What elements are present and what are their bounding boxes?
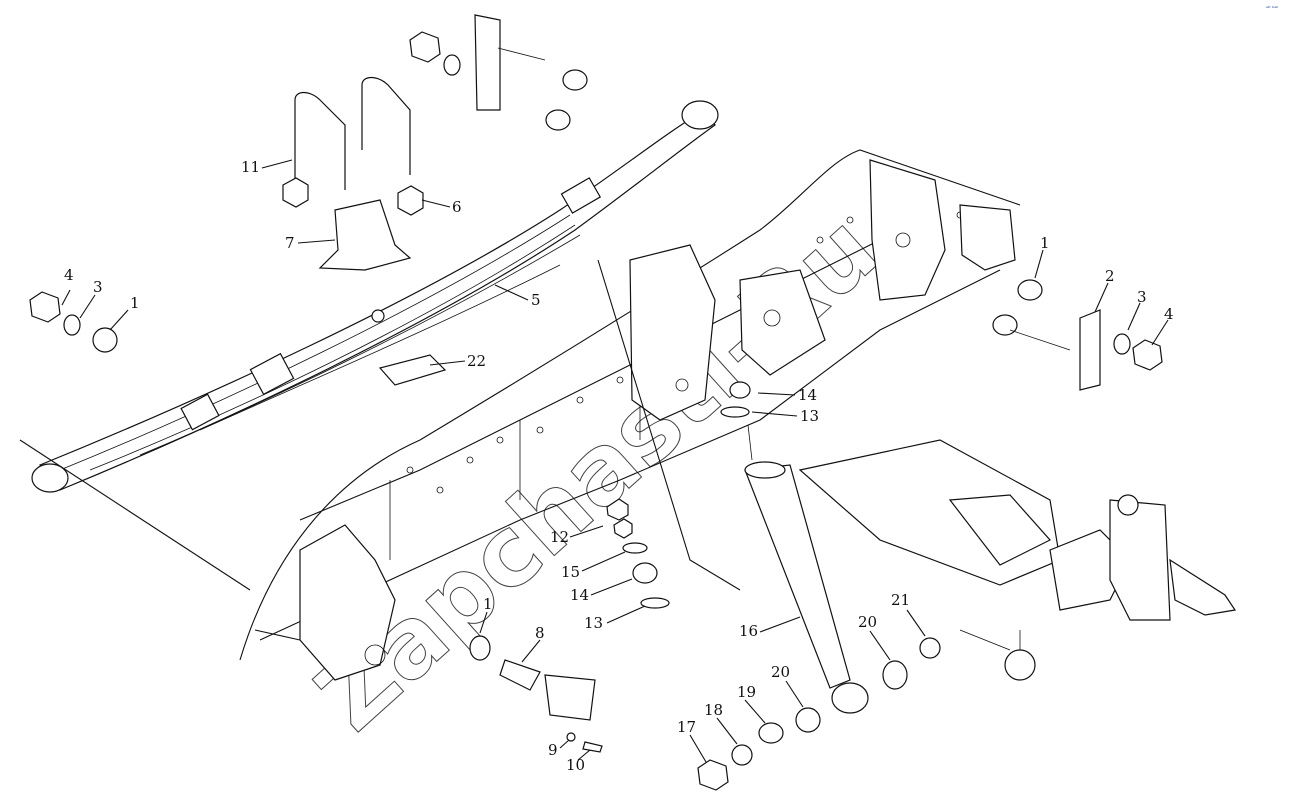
callout-17: 17 bbox=[677, 718, 696, 736]
callout-8: 8 bbox=[535, 624, 545, 642]
callout-20-lower: 20 bbox=[771, 663, 790, 681]
callout-7: 7 bbox=[285, 234, 295, 252]
callout-10: 10 bbox=[566, 756, 585, 774]
front-spring-bracket bbox=[869, 159, 946, 301]
callout-labels: 4 3 1 11 6 7 5 22 1 2 3 4 14 13 12 15 14… bbox=[64, 158, 1174, 774]
callout-9: 9 bbox=[548, 741, 558, 759]
callout-13-upper: 13 bbox=[800, 407, 819, 425]
front-shackle-bracket bbox=[959, 204, 1016, 271]
front-spring-eye bbox=[681, 100, 719, 130]
callout-4-right: 4 bbox=[1164, 305, 1174, 323]
spring-clip-rear bbox=[180, 393, 220, 431]
callout-1-lower: 1 bbox=[483, 595, 493, 613]
front-shackle-hardware bbox=[992, 279, 1163, 391]
callout-14-upper: 14 bbox=[798, 386, 817, 404]
rear-spring-eye bbox=[31, 463, 69, 493]
corner-mark: ᵃᴰ ᵇᵃᵇ bbox=[1266, 6, 1278, 12]
chassis-frame-rail bbox=[239, 149, 1021, 681]
shock-upper-bracket bbox=[629, 244, 716, 421]
spring-clip-front bbox=[560, 177, 602, 214]
callout-20-upper: 20 bbox=[858, 613, 877, 631]
callout-19: 19 bbox=[737, 683, 756, 701]
spring-seat-plate bbox=[378, 354, 447, 386]
crossmember-plate bbox=[739, 269, 826, 376]
callout-5: 5 bbox=[531, 291, 541, 309]
callout-14-lower: 14 bbox=[570, 586, 589, 604]
callout-21: 21 bbox=[891, 591, 910, 609]
callout-1: 1 bbox=[130, 294, 140, 312]
callout-3: 3 bbox=[93, 278, 103, 296]
callout-3-right: 3 bbox=[1137, 288, 1147, 306]
rear-spring-hanger bbox=[299, 524, 396, 681]
callout-22: 22 bbox=[467, 352, 486, 370]
callout-11: 11 bbox=[241, 158, 260, 176]
spring-pin-bolt bbox=[469, 635, 603, 753]
u-bolt-nut-left bbox=[282, 177, 309, 208]
callout-18: 18 bbox=[704, 701, 723, 719]
spring-clip-mid bbox=[249, 352, 295, 396]
callout-4: 4 bbox=[64, 266, 74, 284]
callout-15: 15 bbox=[561, 563, 580, 581]
callout-1-right: 1 bbox=[1040, 234, 1050, 252]
callout-13-lower: 13 bbox=[584, 614, 603, 632]
front-axle-knuckle bbox=[798, 439, 1237, 681]
leader-lines bbox=[19, 159, 1169, 763]
u-bolts bbox=[282, 76, 447, 386]
rear-shackle-hardware bbox=[29, 291, 118, 353]
callout-16: 16 bbox=[739, 622, 758, 640]
spring-pad bbox=[318, 199, 412, 271]
callout-12: 12 bbox=[550, 528, 569, 546]
callout-6: 6 bbox=[452, 198, 462, 216]
leaf-spring-assembly bbox=[31, 100, 719, 493]
callout-2: 2 bbox=[1105, 267, 1115, 285]
u-bolt-nut-right bbox=[397, 185, 424, 216]
top-shackle-pin-assembly bbox=[409, 14, 588, 131]
shock-absorber-assembly bbox=[606, 381, 941, 791]
